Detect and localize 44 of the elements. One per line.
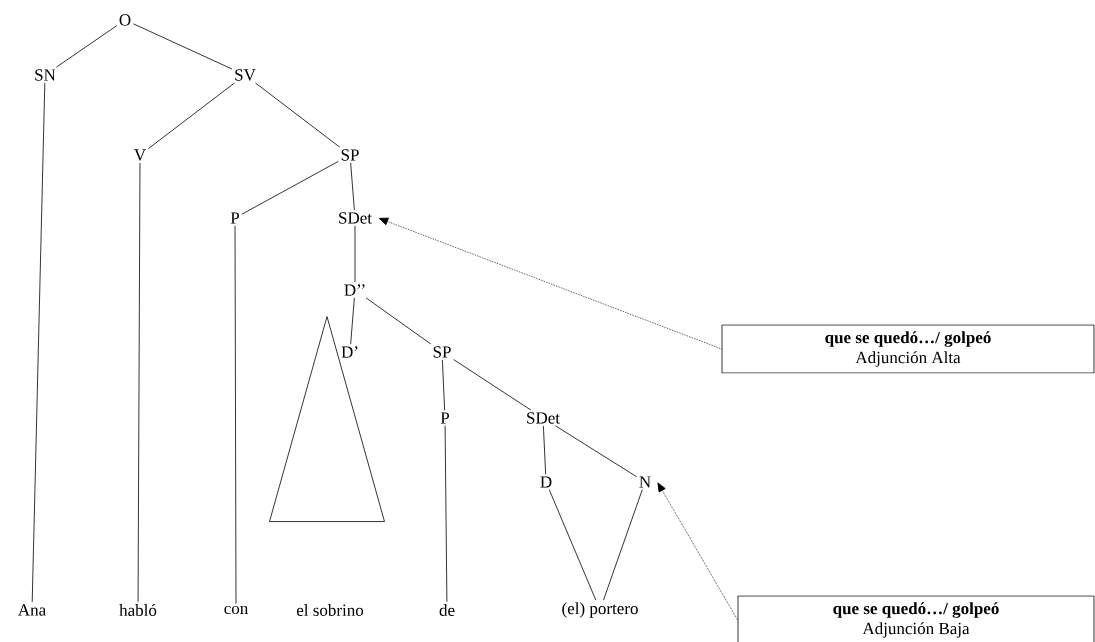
tree-label: D bbox=[540, 476, 552, 488]
tree-label: (el) portero bbox=[562, 602, 638, 618]
triangle-shape bbox=[269, 316, 385, 522]
tree-label: SDet bbox=[527, 412, 560, 424]
tree-label: Ana bbox=[18, 604, 46, 616]
tree-label: con bbox=[224, 605, 249, 615]
tree-branch bbox=[255, 82, 341, 148]
tree-branch bbox=[234, 225, 237, 605]
tree-branch bbox=[350, 297, 355, 345]
tree-label: SP bbox=[433, 346, 451, 358]
tree-label: D’ bbox=[341, 346, 358, 358]
tree-branch bbox=[603, 489, 643, 601]
tree-branch bbox=[241, 160, 339, 215]
tree-label: SP bbox=[341, 149, 359, 161]
tree-branch bbox=[548, 489, 597, 601]
tree-label: SDet bbox=[339, 212, 372, 224]
tree-label: D’’ bbox=[344, 284, 365, 296]
arrow bbox=[657, 482, 738, 621]
tree-branch bbox=[444, 425, 448, 603]
note-box: que se quedó…/ golpeó Adjunción Baja bbox=[737, 595, 1095, 642]
tree-branch bbox=[147, 82, 235, 150]
tree-label: SN bbox=[35, 69, 56, 81]
tree-branch bbox=[31, 82, 46, 603]
tree-branch bbox=[350, 162, 355, 211]
tree-label: P bbox=[230, 212, 240, 224]
tree-branch bbox=[365, 297, 432, 345]
tree-label: el sobrino bbox=[296, 604, 364, 616]
tree-label: habló bbox=[119, 604, 157, 616]
tree-branch bbox=[441, 359, 446, 411]
tree-branch bbox=[354, 225, 356, 283]
note-box: que se quedó…/ golpeó Adjunción Alta bbox=[721, 324, 1095, 374]
tree-label: N bbox=[639, 476, 651, 488]
tree-label: SV bbox=[235, 69, 256, 81]
tree-label: de bbox=[439, 604, 455, 616]
tree-branch bbox=[56, 25, 118, 68]
tree-branch bbox=[543, 425, 547, 475]
tree-branch bbox=[132, 23, 233, 70]
tree-label: V bbox=[134, 149, 146, 161]
tree-label: O bbox=[119, 14, 131, 26]
tree-branch bbox=[453, 359, 532, 411]
tree-branch bbox=[137, 162, 141, 603]
tree-label: P bbox=[440, 412, 450, 424]
tree-branch bbox=[555, 425, 638, 478]
arrow bbox=[378, 217, 722, 350]
